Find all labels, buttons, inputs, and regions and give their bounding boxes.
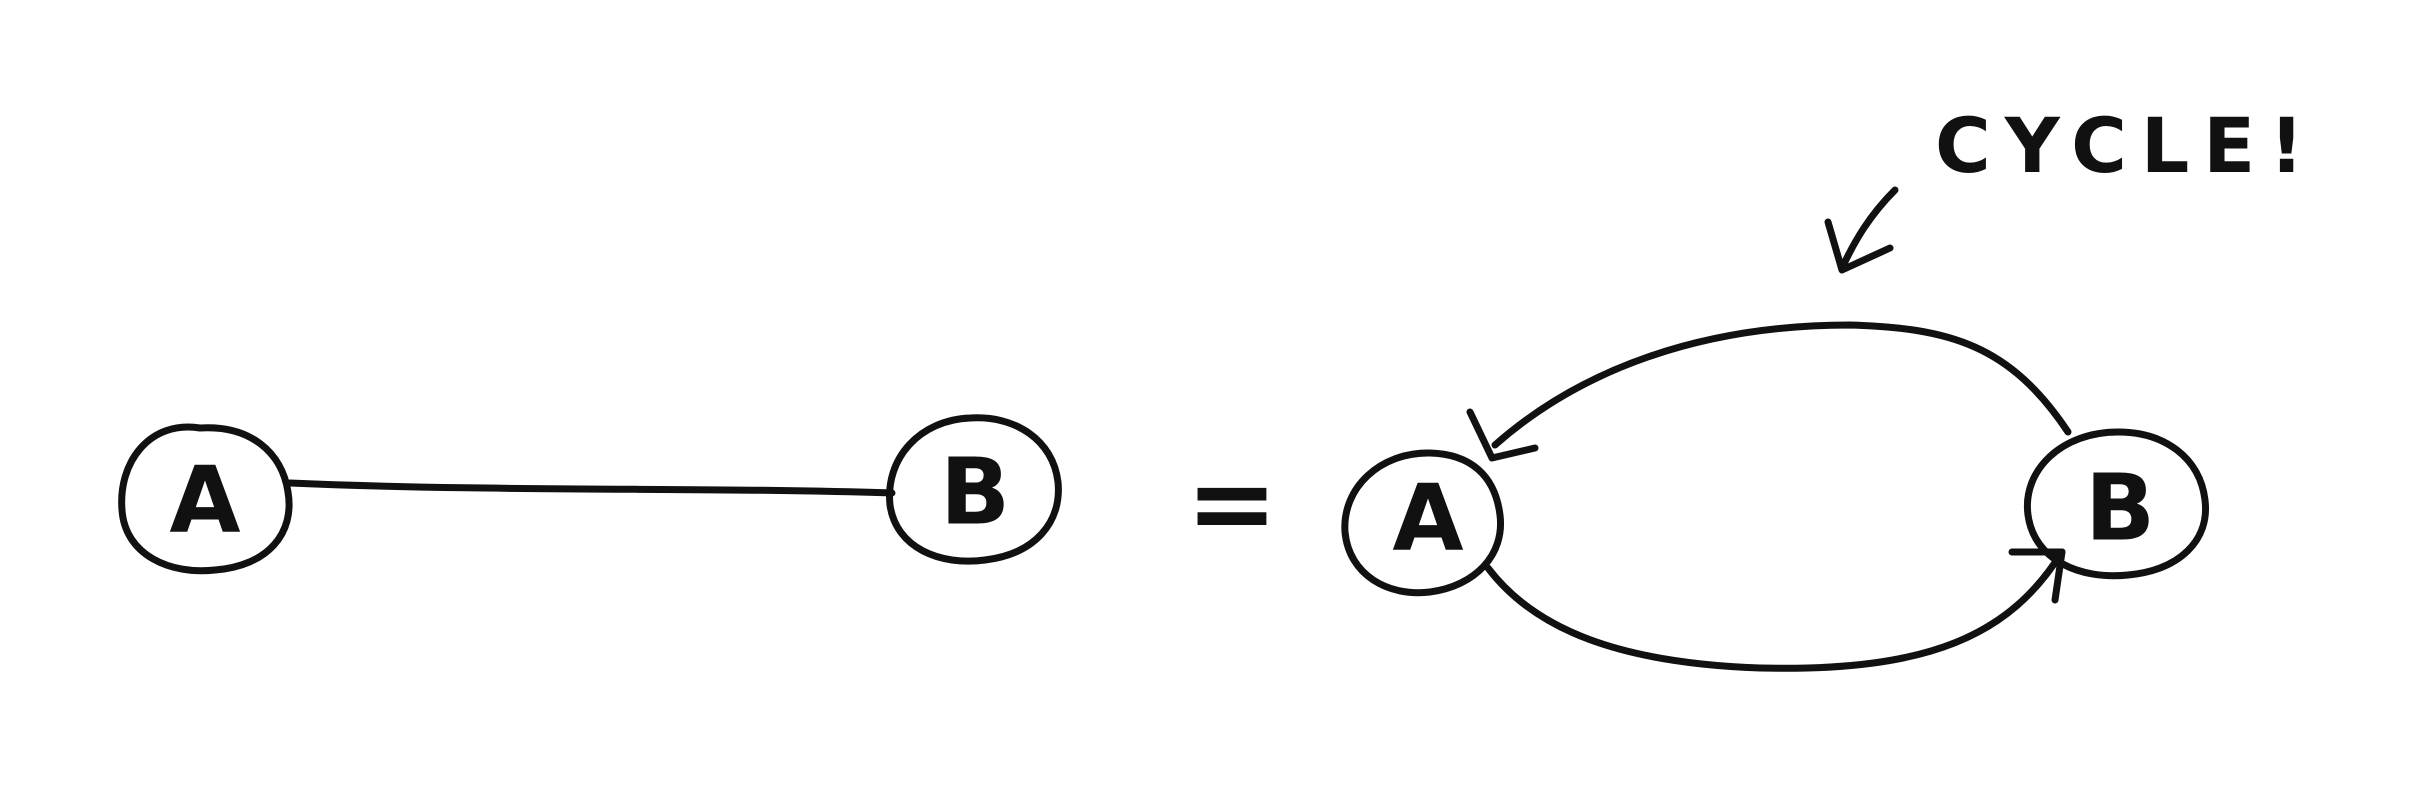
- directed-cycle-graph: A B CYCLE!: [1341, 101, 2318, 672]
- undirected-graph: A B: [118, 414, 1062, 575]
- left-node-a: A: [118, 423, 293, 575]
- cycle-annotation-label: CYCLE!: [1935, 101, 2318, 190]
- equals-sign: =: [1186, 439, 1278, 567]
- undirected-edge: [286, 479, 896, 497]
- right-node-a: A: [1341, 449, 1505, 597]
- right-node-a-circle: [1341, 449, 1505, 597]
- left-node-a-label: A: [169, 447, 240, 554]
- arrowhead-into-a: [1466, 408, 1539, 462]
- right-node-b-label: B: [2085, 455, 2155, 562]
- right-node-b: B: [2023, 428, 2210, 580]
- cycle-annotation: CYCLE!: [1824, 101, 2318, 274]
- left-node-a-circle: [118, 423, 293, 575]
- edge-a-to-b: [1484, 548, 2066, 672]
- edge-b-to-a: [1491, 321, 2072, 449]
- left-node-b-label: B: [940, 439, 1010, 546]
- right-node-b-circle: [2023, 428, 2210, 580]
- left-node-b-circle: [886, 414, 1062, 565]
- right-node-a-label: A: [1392, 465, 1463, 572]
- arrowhead-into-b: [2008, 548, 2066, 604]
- annotation-pointer-arrow: [1824, 186, 1899, 274]
- left-node-b: B: [886, 414, 1062, 565]
